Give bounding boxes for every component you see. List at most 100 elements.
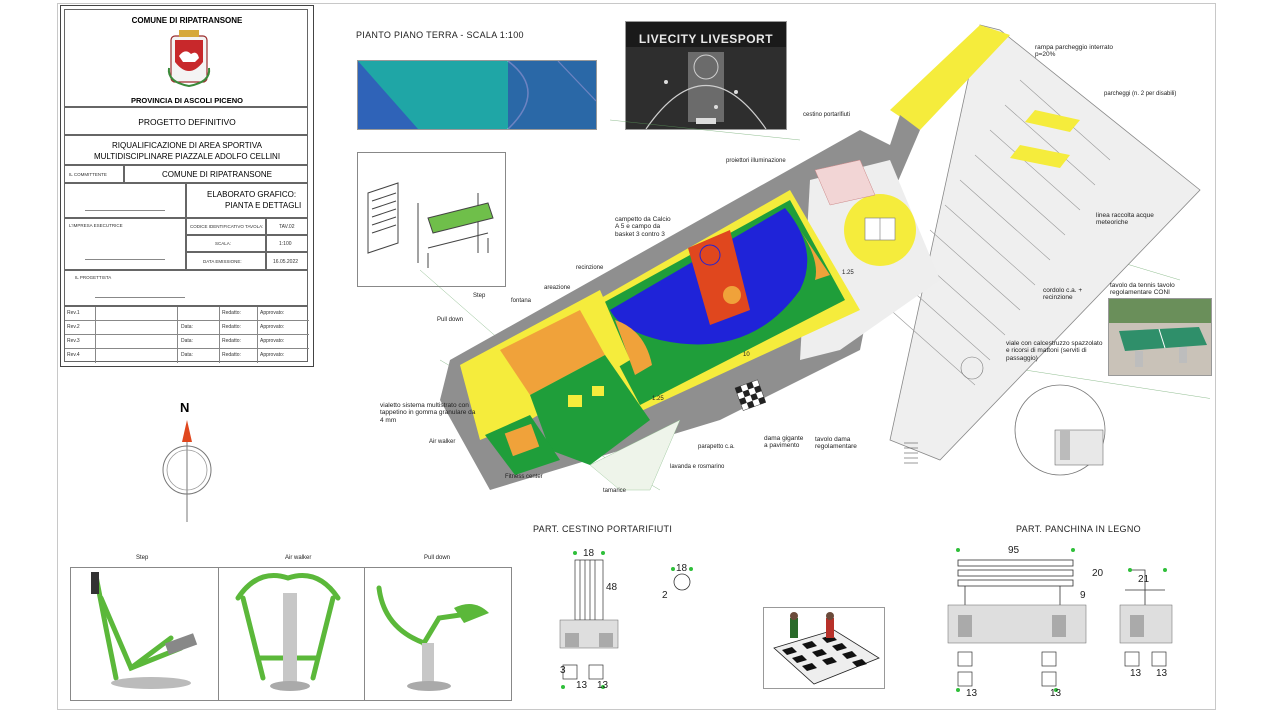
impresa-label: L'IMPRESA ESECUTRICE (69, 223, 123, 228)
codice-value-cell: TAV.02 (266, 218, 308, 235)
signature-line (95, 297, 185, 298)
equip-title-air: Air walker (285, 555, 312, 561)
label-rampa: rampa parcheggio interrato p=20% (1035, 44, 1114, 59)
label-tavolo-tennis: tavolo da tennis tavolo regolamentare CO… (1110, 282, 1175, 297)
rev-divider (219, 307, 220, 363)
data-value-cell: 16.05.2022 (266, 252, 308, 270)
scala-value-cell: 1:100 (266, 235, 308, 252)
rev-data: Data: (181, 324, 193, 330)
basket-court-photo: LIVECITY LIVESPORT (625, 21, 787, 130)
label-recinzione: recinzione (576, 265, 604, 271)
progettista-cell: IL PROGETTISTA (64, 270, 308, 306)
title-block: COMUNE DI RIPATRANSONE PROVINCIA DI ASCO… (60, 5, 314, 367)
cestino-dim-18a: 18 (583, 548, 595, 559)
rev-label: Rev.1 (67, 310, 80, 316)
rev-approvato: Approvato: (260, 352, 285, 358)
panchina-dim-13d: 13 (1050, 688, 1062, 699)
label-proiettori: proiettori illuminazione (726, 158, 786, 164)
revision-row: Rev.3 Data: Redatto: Approvato: (65, 334, 309, 344)
rev-redatto: Redatto: (222, 310, 241, 316)
dim-125a: 1.25 (842, 270, 854, 276)
panchina-dim-95: 95 (1008, 545, 1020, 556)
label-linea: linea raccolta acque meteoriche (1096, 212, 1154, 227)
cestino-dim-2: 2 (662, 590, 668, 601)
provincia-title: PROVINCIA DI ASCOLI PICENO (131, 96, 243, 105)
equip-title-pull: Pull down (424, 555, 451, 561)
label-cordolo: cordolo c.a. + recinzione (1043, 287, 1083, 302)
label-step: Step (473, 293, 486, 299)
panel-divider (218, 568, 219, 700)
oggetto-line1: RIQUALIFICAZIONE DI AREA SPORTIVA (112, 141, 262, 150)
rev-divider (95, 307, 96, 363)
rev-divider (177, 307, 178, 363)
label-air-walker: Air walker (429, 439, 456, 445)
oggetto-line2: MULTIDISCIPLINARE PIAZZALE ADOLFO CELLIN… (93, 152, 281, 161)
rev-data: Data: (181, 352, 193, 358)
panchina-dim-21: 21 (1138, 574, 1150, 585)
rev-approvato: Approvato: (260, 324, 285, 330)
rev-label: Rev.3 (67, 338, 80, 344)
oggetto-cell: RIQUALIFICAZIONE DI AREA SPORTIVA MULTID… (64, 135, 308, 165)
label-viale: viale con calcestruzzo spazzolato e rico… (1006, 340, 1103, 362)
gym-sketch-drawing (367, 182, 494, 268)
label-cestino: cestino portarifiuti (803, 112, 851, 118)
label-parapetto: parapetto c.a. (698, 444, 735, 450)
north-label: N (180, 400, 190, 415)
revision-row: Rev.2 Data: Redatto: Approvato: (65, 320, 309, 330)
cestino-dim-18b: 18 (676, 563, 688, 574)
north-arrow-icon (162, 420, 212, 522)
rev-approvato: Approvato: (260, 338, 285, 344)
panchina-dim-20: 20 (1092, 568, 1104, 579)
equip-title-step: Step (136, 555, 149, 561)
label-parcheggi: parcheggi (n. 2 per disabili) (1104, 91, 1177, 97)
progetto-cell: PROGETTO DEFINITIVO (64, 107, 308, 135)
scala-label: SCALA: (215, 241, 232, 246)
photo-banner: LIVECITY LIVESPORT (638, 32, 774, 46)
coat-of-arms-icon (167, 30, 211, 88)
rev-data: Data: (181, 338, 193, 344)
step-machine-icon (91, 572, 198, 689)
label-areazione: areazione (544, 285, 571, 291)
panchina-dim-9: 9 (1080, 590, 1086, 601)
elaborato-line1: ELABORATO GRAFICO: (207, 190, 297, 199)
cestino-dim-13b: 13 (597, 680, 609, 691)
basket-court-image (626, 22, 786, 129)
label-campetto: campetto da Calcio A 5 e campo da basket… (615, 216, 671, 238)
data-label: DATA EMISSIONE: (203, 259, 242, 264)
cestino-title: PART. CESTINO PORTARIFIUTI (533, 524, 673, 534)
ping-pong-image (1109, 299, 1211, 375)
panel-divider (364, 568, 365, 700)
cestino-dim-48: 48 (606, 582, 618, 593)
panchina-detail-drawing (947, 548, 1173, 692)
rev-label: Rev.2 (67, 324, 80, 330)
committente-label: IL COMMITTENTE (69, 172, 107, 177)
signature-line (85, 259, 165, 260)
panchina-dim-13e: 13 (1130, 668, 1142, 679)
dim-10: 10 (743, 352, 750, 358)
cestino-detail-drawing (559, 551, 693, 689)
revisions-table: Rev.1 Redatto: Approvato: Rev.2 Data: Re… (64, 306, 309, 363)
rev-redatto: Redatto: (222, 352, 241, 358)
impresa-cell: L'IMPRESA ESECUTRICE (64, 218, 186, 270)
rev-label: Rev.4 (67, 352, 80, 358)
label-pull-down: Pull down (437, 317, 464, 323)
site-plan-drawing (420, 24, 1210, 491)
label-dama-gigante: dama gigante a pavimento (764, 435, 804, 450)
rev-divider (257, 307, 258, 363)
progettista-label: IL PROGETTISTA (75, 275, 112, 280)
air-walker-icon (235, 573, 341, 691)
court-surface-image (358, 61, 596, 129)
revision-row: Rev.4 Data: Redatto: Approvato: (65, 348, 309, 358)
equipment-panel (70, 567, 512, 701)
panchina-dim-13c: 13 (966, 688, 978, 699)
comune-title: COMUNE DI RIPATRANSONE (131, 16, 243, 25)
cestino-dim-13a: 13 (576, 680, 588, 691)
scala-value: 1:100 (279, 241, 292, 247)
ping-pong-photo (1108, 298, 1212, 376)
label-lavanda: lavanda e rosmarino (670, 464, 725, 470)
rev-approvato: Approvato: (260, 310, 285, 316)
data-value: 16.05.2022 (273, 259, 299, 265)
codice-label: CODICE IDENTIFICATIVO TAVOLA: (190, 224, 264, 229)
giant-chess-image (773, 612, 880, 685)
label-fontana: fontana (511, 298, 532, 304)
